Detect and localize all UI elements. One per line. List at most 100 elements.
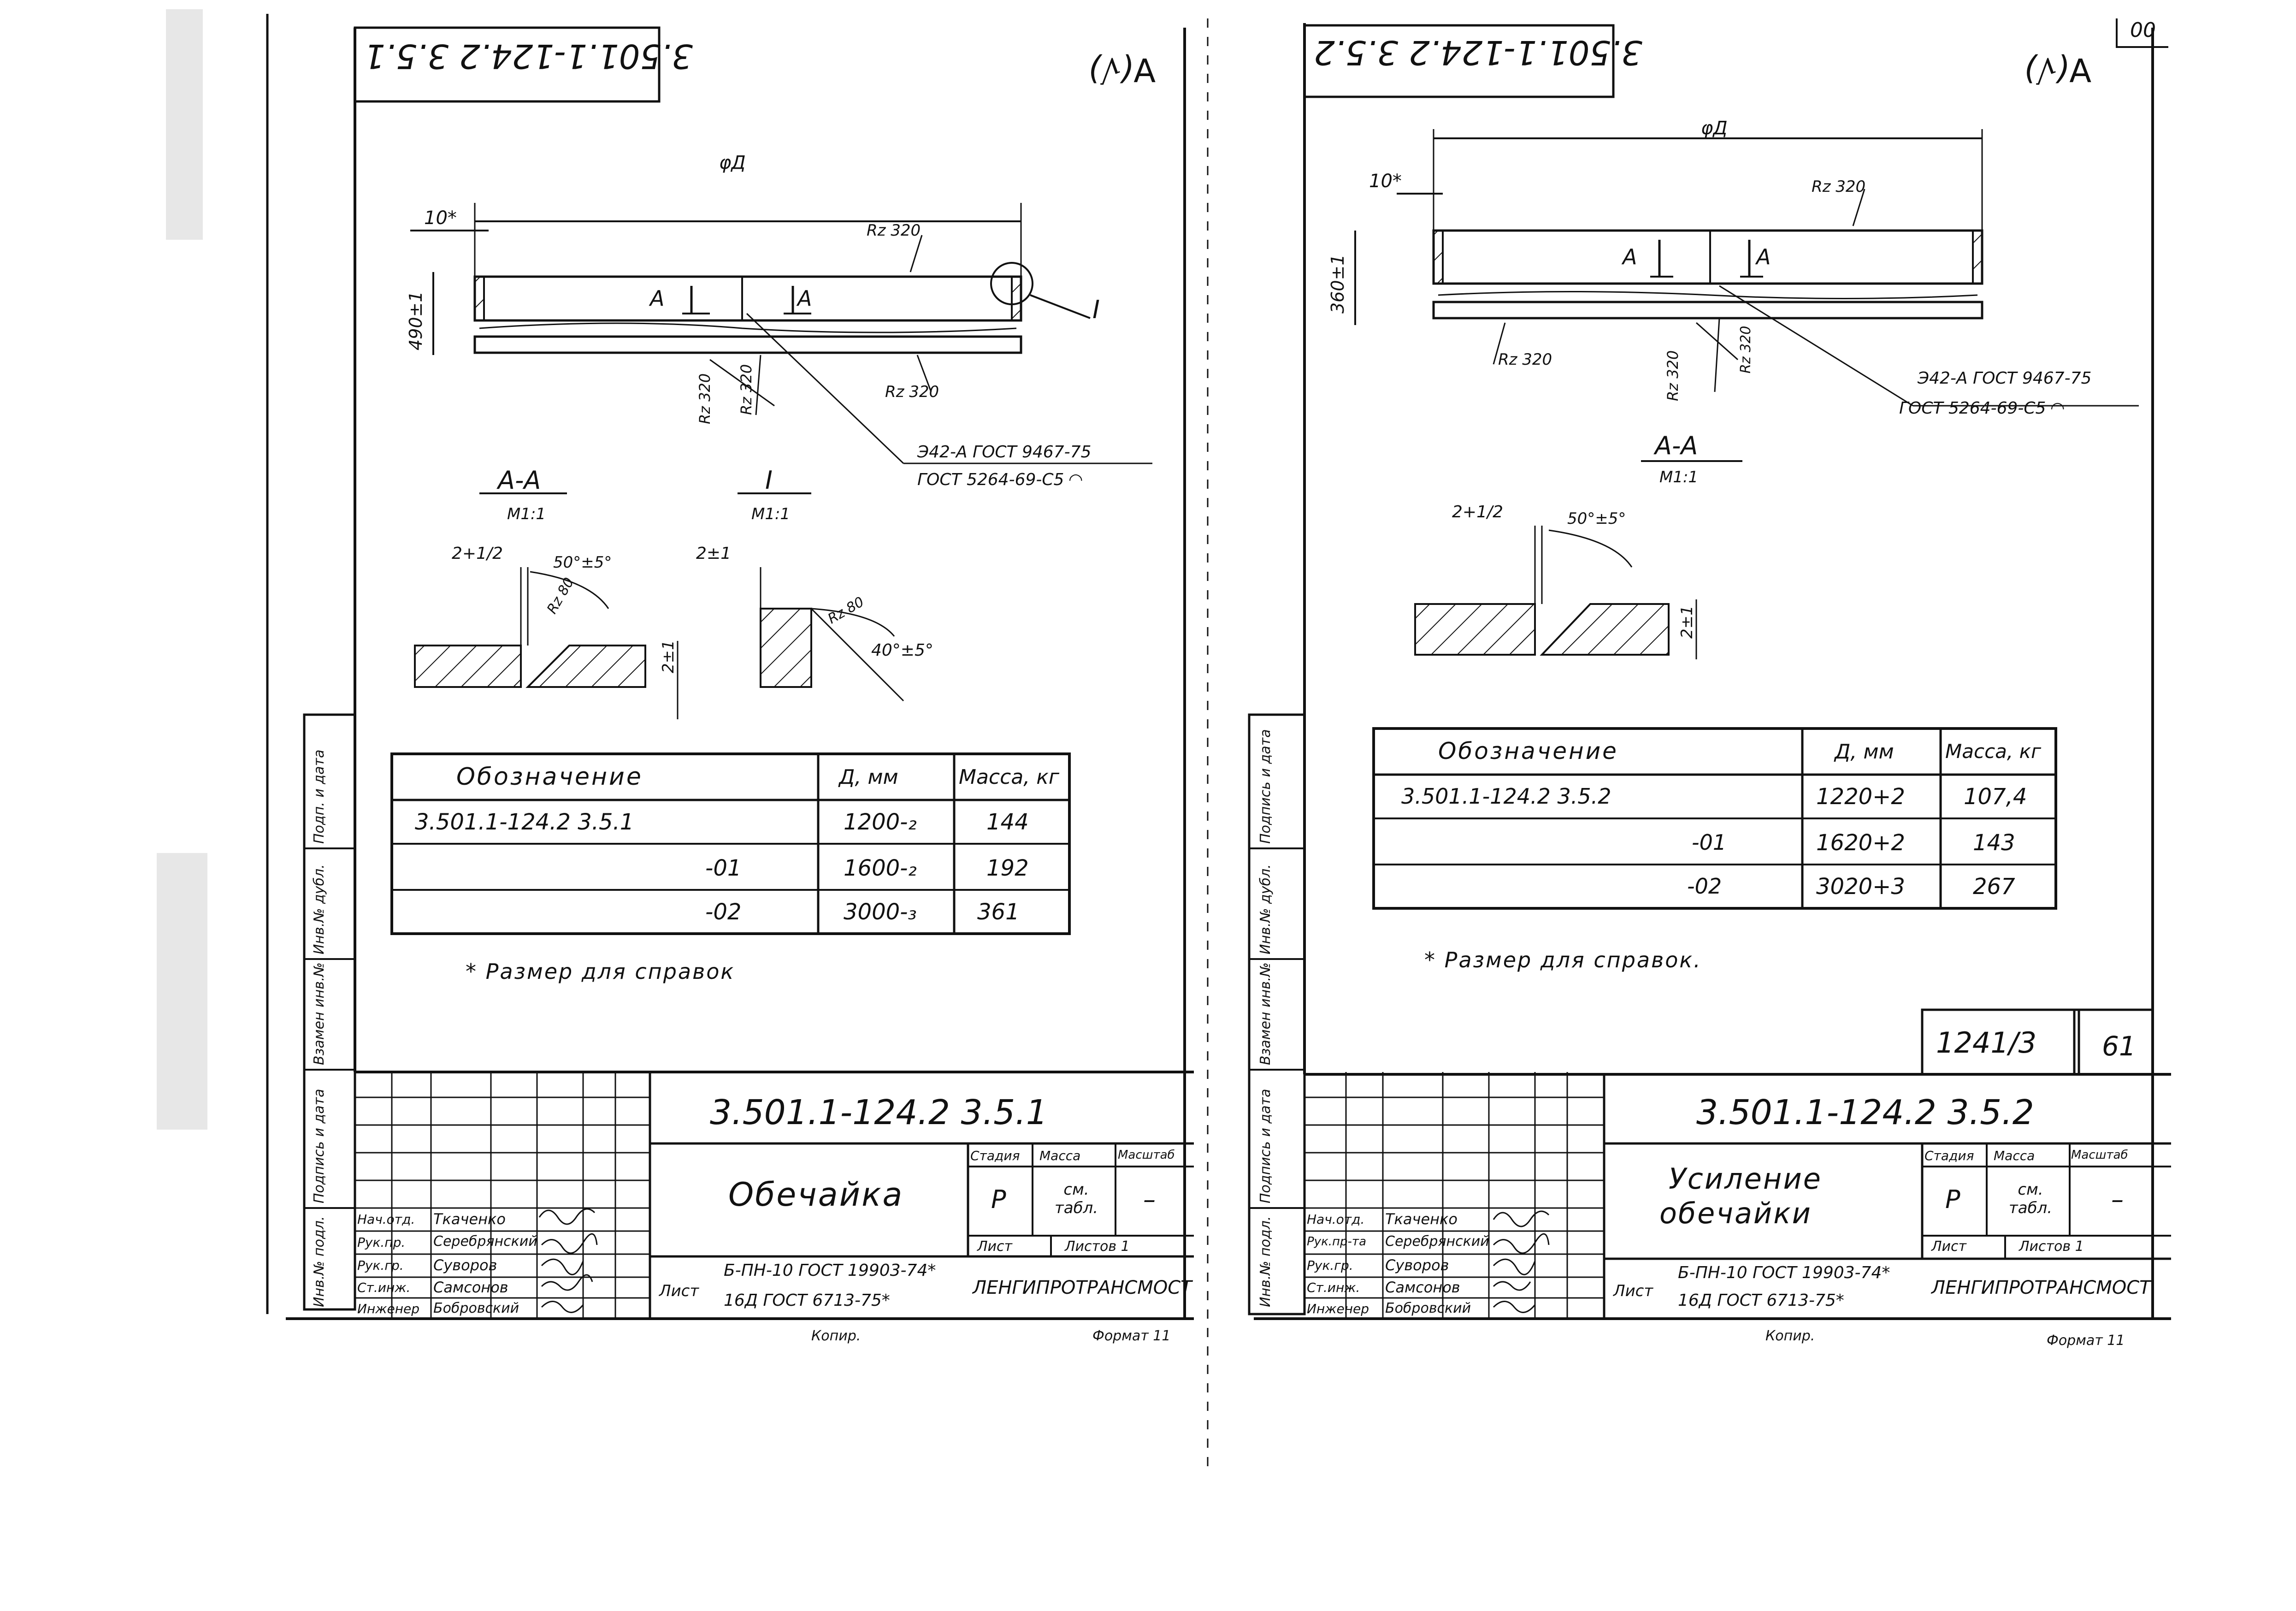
table-row-mass: 144 (986, 809, 1029, 835)
roughness-mark: ∀(√) (1088, 51, 1156, 89)
scan-noise (166, 9, 203, 240)
right-sheet-graphics (1207, 18, 2171, 1475)
table-row-designation: -02 (705, 899, 742, 925)
col-mass-label: Масса (1994, 1148, 2035, 1163)
table-row-designation: -02 (1687, 874, 1722, 899)
person-name: Серебрянский (1385, 1233, 1489, 1250)
section-i-scale: М1:1 (751, 505, 791, 523)
person-role: Инженер (357, 1301, 420, 1316)
person-role: Ст.инж. (1307, 1280, 1360, 1295)
person-role: Рук.гр. (357, 1258, 404, 1273)
part-name: обечайки (1659, 1196, 1812, 1230)
aa-gap-dim: 2+1/2 (1452, 503, 1504, 521)
organization-name: ЛЕНГИПРОТРАНСМОСТ (973, 1277, 1192, 1298)
stamp-code-box (354, 26, 661, 103)
title-block-code: 3.501.1-124.2 3.5.1 (710, 1093, 1048, 1132)
section-i-title: I (765, 466, 773, 495)
person-name: Суворов (1385, 1256, 1449, 1274)
binding-label: Подп. и дата (311, 749, 327, 844)
person-name: Серебрянский (433, 1233, 537, 1250)
organization-name: ЛЕНГИПРОТРАНСМОСТ (1931, 1277, 2151, 1298)
aa-gap-dim: 2+1/2 (452, 544, 503, 563)
weld-spec-line: Э42-А ГОСТ 9467-75 (1918, 369, 2092, 388)
table-header-designation: Обозначение (1438, 738, 1618, 764)
col-stage-label: Стадия (970, 1148, 1020, 1163)
signature-scribbles (538, 1208, 598, 1313)
weld-spec-line: ГОСТ 5264-69-С5 ◠ (1899, 399, 2064, 418)
shell-upper (1432, 229, 1983, 285)
table-row-mass: 107,4 (1964, 784, 2027, 810)
weld-spec-line: ГОСТ 5264-69-С5 ◠ (917, 470, 1082, 489)
person-name: Ткаченко (1385, 1210, 1458, 1228)
binding-label: Взамен инв.№ (311, 962, 327, 1065)
height-dim-label: 360±1 (1328, 254, 1348, 314)
table-row-diameter: 3000-₃ (844, 899, 917, 925)
rz-weld-label: Rz 320 (738, 364, 755, 415)
material-label: Лист (659, 1282, 699, 1300)
rz-weld-label: Rz 320 (1664, 350, 1682, 401)
person-name: Ткаченко (433, 1210, 506, 1228)
material-line: Б-ПН-10 ГОСТ 19903-74* (724, 1261, 936, 1280)
i-angle-dim: 40°±5° (871, 641, 933, 660)
shell-lower (473, 335, 1022, 354)
person-name: Самсонов (433, 1279, 508, 1296)
table-row-designation: -01 (705, 855, 742, 881)
signature-scribbles (1493, 1210, 1550, 1313)
reference-note: * Размер для справок. (1424, 948, 1702, 972)
weld-spec-line: Э42-А ГОСТ 9467-75 (917, 443, 1092, 462)
rz-top-label: Rz 320 (867, 221, 921, 240)
shell-lower (1432, 301, 1983, 320)
binding-label: Подпись и дата (1257, 1089, 1274, 1204)
signature-grid (1304, 1072, 1604, 1319)
table-header-diameter: Д, мм (839, 765, 898, 789)
rz-weld-label: Rz 320 (1738, 326, 1754, 373)
part-name: Обечайка (728, 1176, 904, 1214)
stamp-code: 3.501.1-124.2 3.5.1 (364, 37, 693, 76)
table-row-mass: 361 (977, 899, 1020, 925)
person-name: Бобровский (1385, 1300, 1471, 1316)
material-line: 16Д ГОСТ 6713-75* (1678, 1291, 1844, 1310)
section-aa-title: А-А (498, 466, 541, 495)
table-row-designation: 3.501.1-124.2 3.5.2 (1401, 784, 1611, 809)
person-name: Самсонов (1385, 1279, 1460, 1296)
cut-marker-label: А (650, 286, 665, 311)
material-label: Лист (1613, 1282, 1653, 1300)
binding-label: Взамен инв.№ (1257, 962, 1274, 1065)
person-role: Нач.отд. (1307, 1212, 1365, 1227)
page-number: 61 (2102, 1031, 2136, 1062)
binding-label: Инв.№ дубл. (311, 864, 327, 954)
binding-strip (303, 713, 356, 1311)
mass-value: см. табл. (2008, 1180, 2053, 1217)
aa-angle-dim: 50°±5° (1567, 509, 1626, 528)
reference-note: * Размер для справок (466, 959, 735, 984)
cut-marker-label: А (1756, 244, 1771, 269)
table-row-diameter: 3020+3 (1816, 874, 1905, 900)
dim-10-label: 10* (424, 207, 457, 229)
table-row-mass: 192 (986, 855, 1029, 881)
section-aa-scale: М1:1 (507, 505, 546, 523)
binding-label: Инв.№ подл. (1257, 1216, 1274, 1307)
section-aa-scale: М1:1 (1659, 468, 1699, 486)
table-header-diameter: Д, мм (1835, 740, 1894, 764)
table-row-mass: 267 (1973, 874, 2015, 900)
weld-seam (1438, 291, 1978, 299)
rz-weld-label: Rz 320 (696, 373, 714, 424)
rz-bottom-label: Rz 320 (885, 383, 939, 401)
stamp-code: 3.501.1-124.2 3.5.2 (1314, 33, 1643, 72)
format-label: Формат 11 (2047, 1333, 2125, 1349)
sheets-count-label: Листов 1 (2019, 1238, 2084, 1255)
table-row-diameter: 1200-₂ (844, 809, 917, 835)
left-sheet-graphics (266, 14, 1194, 1320)
col-stage-label: Стадия (1924, 1148, 1974, 1163)
material-line: Б-ПН-10 ГОСТ 19903-74* (1678, 1263, 1890, 1282)
aa-angle-dim: 50°±5° (553, 553, 612, 572)
diameter-label: φД (1701, 118, 1728, 139)
title-block-code: 3.501.1-124.2 3.5.2 (1696, 1093, 2034, 1132)
diameter-label: φД (719, 152, 746, 173)
sheet-label: Лист (977, 1238, 1013, 1255)
person-role: Рук.гр. (1307, 1258, 1353, 1273)
table-row-diameter: 1600-₂ (844, 855, 917, 881)
person-name: Бобровский (433, 1300, 519, 1316)
format-label: Формат 11 (1092, 1328, 1171, 1344)
binding-label: Подпись и дата (311, 1089, 327, 1204)
